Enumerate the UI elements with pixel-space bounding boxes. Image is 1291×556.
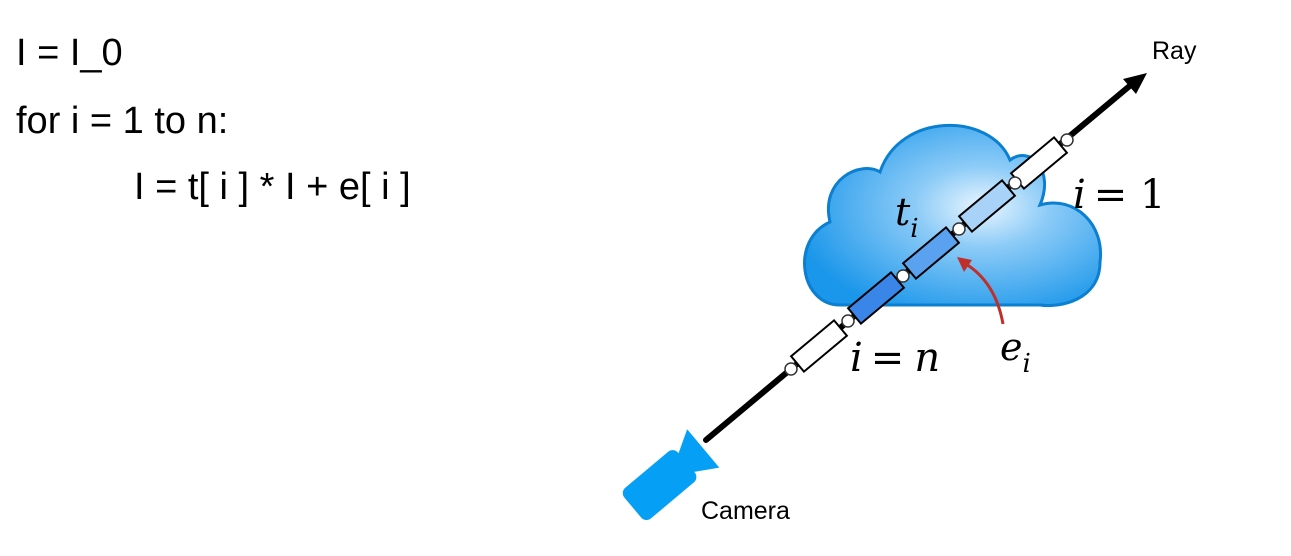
i-n-var: i <box>850 335 863 381</box>
joint-dot <box>896 269 910 283</box>
e-i-label-base: e <box>1000 325 1023 369</box>
joint-dot <box>1060 133 1074 147</box>
e-i-label-sub: i <box>1023 349 1031 379</box>
segment-i-n <box>789 318 849 374</box>
e-i-label: ei <box>1000 325 1031 379</box>
t-i-label-base: t <box>895 190 911 234</box>
camera-label: Camera <box>701 497 790 525</box>
segment-joints <box>784 133 1074 376</box>
i-equals-n-label: i=n <box>850 335 940 381</box>
i-1-var: i <box>1073 172 1086 218</box>
ray-segments <box>789 135 1069 374</box>
i-1-rest: = 1 <box>1094 172 1166 218</box>
i-equals-1-label: i= 1 <box>1073 172 1165 218</box>
i-n-n: n <box>914 335 940 381</box>
code-line-loop: for i = 1 to n: <box>16 100 229 142</box>
ray-label: Ray <box>1152 37 1197 65</box>
segment-2 <box>957 178 1017 234</box>
t-i-label: ti <box>895 190 919 244</box>
joint-dot <box>841 314 855 328</box>
i-n-eq: = <box>871 335 905 381</box>
code-line-update: I = t[ i ] * I + e[ i ] <box>134 166 411 208</box>
segment-t-i <box>901 225 961 281</box>
emission-arrow <box>957 257 1005 325</box>
t-i-label-sub: i <box>910 214 918 244</box>
joint-dot <box>1008 176 1022 190</box>
joint-dot <box>784 362 798 376</box>
code-line-init: I = I_0 <box>16 32 123 74</box>
camera-icon <box>622 429 720 521</box>
segment-4 <box>846 270 906 326</box>
joint-dot <box>952 222 966 236</box>
